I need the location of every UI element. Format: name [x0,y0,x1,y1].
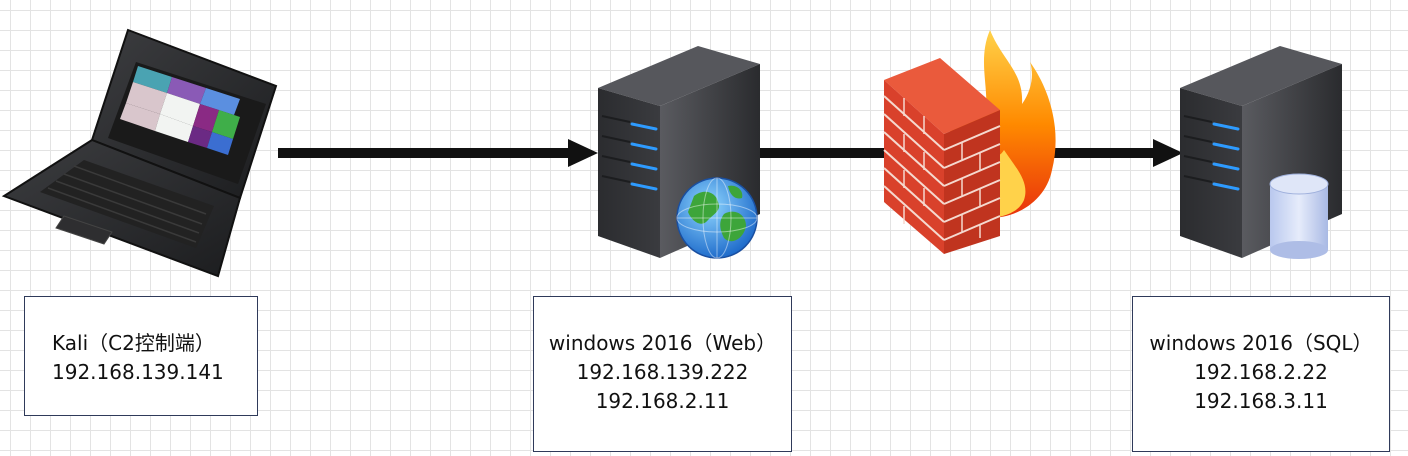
web-ip-2: 192.168.2.11 [595,389,730,413]
globe-icon [676,177,758,259]
web-title: windows 2016（Web） [548,331,777,355]
sql-title: windows 2016（SQL） [1149,331,1373,355]
kali-node-label: Kali（C2控制端） 192.168.139.141 [24,296,258,416]
sql-node-label: windows 2016（SQL） 192.168.2.22 192.168.3… [1132,296,1390,452]
kali-title: Kali（C2控制端） [52,331,215,355]
database-cylinder-icon [1269,173,1329,259]
kali-ip: 192.168.139.141 [52,360,224,384]
web-ip-1: 192.168.139.222 [576,360,749,384]
arrow-kali-to-web [278,139,598,167]
sql-ip-2: 192.168.3.11 [1194,389,1328,413]
sql-ip-1: 192.168.2.22 [1194,360,1328,384]
firewall-icon [883,30,1056,254]
web-node-label: windows 2016（Web） 192.168.139.222 192.16… [533,296,792,452]
laptop-icon [1,28,278,278]
arrow-firewall-to-sql [1048,139,1183,167]
